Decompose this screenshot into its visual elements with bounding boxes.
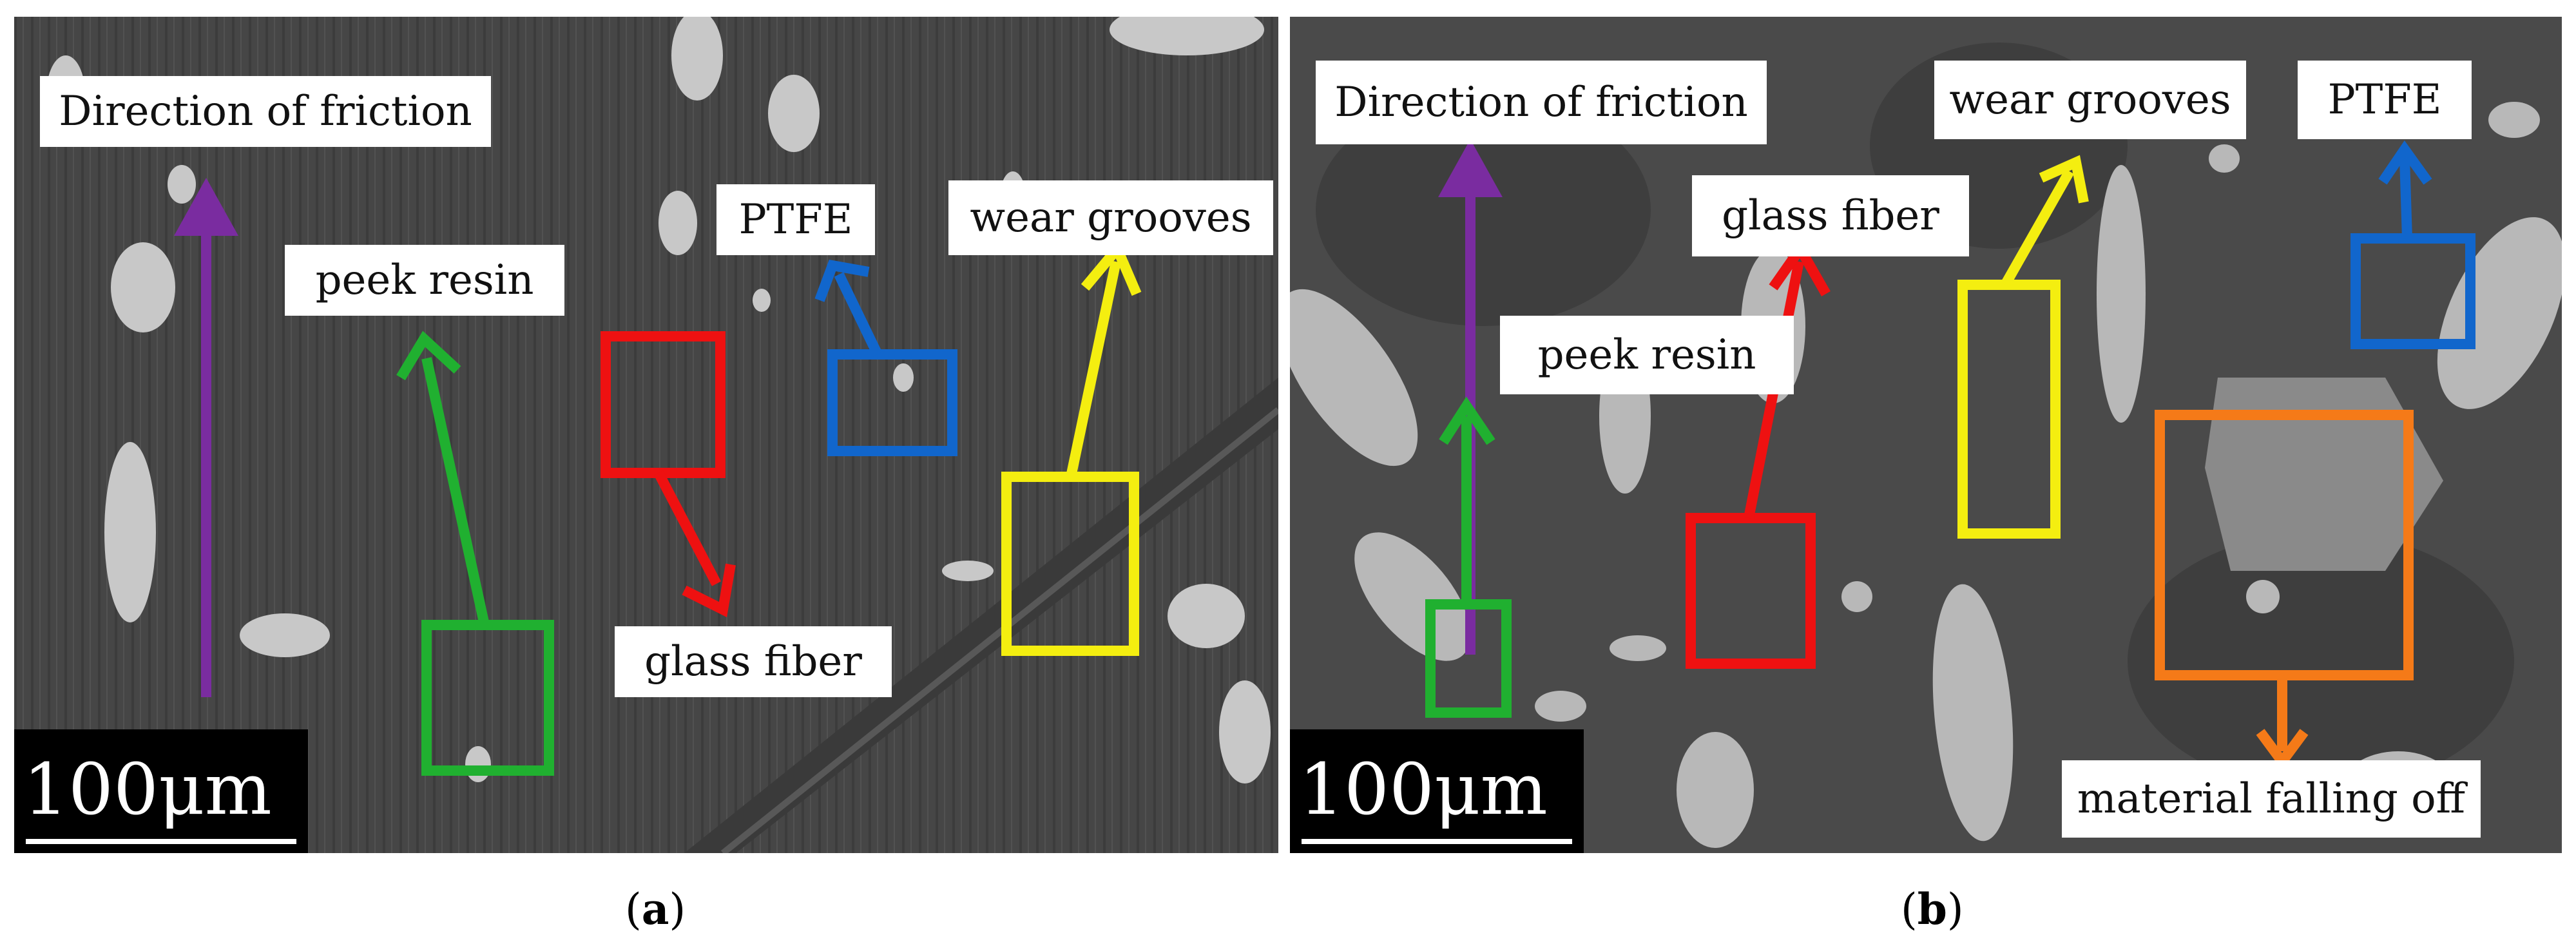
label-glass-fiber: glass fiber <box>1692 175 1969 256</box>
label-ptfe: PTFE <box>2298 61 2472 139</box>
wear-grooves-marker <box>1957 155 2089 539</box>
scale-bar-line <box>1302 839 1572 844</box>
scale-bar-label: 100μm <box>23 748 272 831</box>
glass-fiber-marker <box>601 331 736 617</box>
label-wear-grooves: wear grooves <box>1934 61 2246 139</box>
wear-groove-line <box>720 407 1278 853</box>
panel-a-overlay <box>14 17 1278 853</box>
material-falling-off-marker <box>2155 410 2414 771</box>
scale-bar: 100μm <box>1290 729 1584 853</box>
direction-arrow <box>174 178 238 697</box>
sem-image-panel-b: Direction of friction wear grooves PTFE … <box>1290 17 2562 853</box>
peek-resin-marker <box>396 331 554 776</box>
sem-image-panel-a: Direction of friction peek resin PTFE we… <box>14 17 1278 853</box>
label-ptfe: PTFE <box>716 184 875 255</box>
caption-open-paren: ( <box>1901 885 1918 934</box>
label-peek-resin: peek resin <box>285 245 564 316</box>
panel-b-overlay <box>1290 17 2562 853</box>
caption-panel-a: (a) <box>625 884 686 934</box>
label-glass-fiber: glass fiber <box>615 626 892 697</box>
scale-bar: 100μm <box>14 729 308 853</box>
label-peek-resin: peek resin <box>1500 316 1794 394</box>
sem-background <box>14 17 1278 853</box>
label-direction-of-friction: Direction of friction <box>40 76 491 147</box>
caption-letter: b <box>1917 884 1947 934</box>
scale-bar-line <box>26 839 296 844</box>
caption-open-paren: ( <box>625 885 642 934</box>
caption-close-paren: ) <box>669 885 686 934</box>
caption-close-paren: ) <box>1946 885 1964 934</box>
label-wear-grooves: wear grooves <box>948 180 1273 255</box>
ptfe-marker <box>2350 140 2475 349</box>
caption-letter: a <box>641 884 669 934</box>
scale-bar-label: 100μm <box>1299 748 1548 831</box>
label-direction-of-friction: Direction of friction <box>1316 61 1767 144</box>
label-material-falling-off: material falling off <box>2062 760 2481 838</box>
ptfe-marker <box>814 259 957 456</box>
caption-panel-b: (b) <box>1901 884 1964 934</box>
peek-resin-marker <box>1425 396 1512 718</box>
worn-patch <box>2205 378 2443 571</box>
